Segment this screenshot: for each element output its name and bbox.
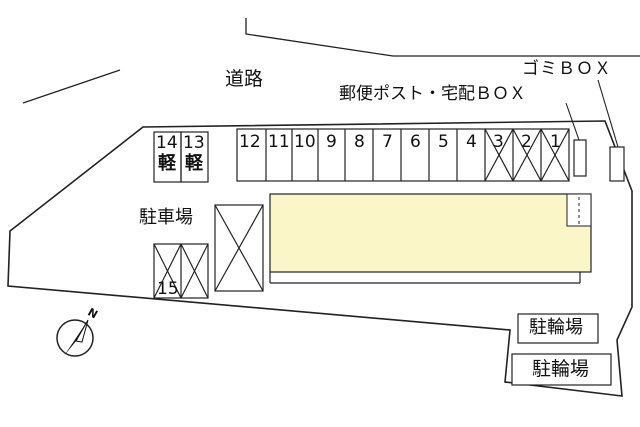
light-car-space-13 [180,131,209,183]
garbage-box [609,146,625,182]
garbage-box-leader [597,79,619,148]
bicycle-parking-box-1 [517,313,599,344]
parking-space-15-number: 15 [157,279,179,299]
parking-label: 駐車場 [139,207,193,228]
bicycle-parking-box-2 [511,353,612,386]
parking-row [236,128,570,182]
mail-box-leader [565,102,580,141]
parking-space-number: 7 [382,132,393,152]
parking-space-number: 1 [550,132,561,152]
parking-space-number: 10 [294,132,316,152]
garbage-box-label: ゴミＢＯＸ [522,59,612,79]
light-car-space-14-number: 14 [156,133,178,153]
parking-space-number: 12 [239,132,261,152]
parking-space-number: 9 [326,132,337,152]
parking-space-number: 3 [493,132,504,152]
road-edge-left [22,69,121,104]
building [269,193,592,273]
parking-space-number: 8 [354,132,365,152]
parking-space-number: 5 [438,132,449,152]
bicycle-parking-label-1: 駐輪場 [529,317,583,338]
mail-box [573,139,587,177]
parking-space-number: 2 [521,132,532,152]
light-car-space-13-type: 軽 [185,153,203,174]
road-edge-top [245,18,640,57]
parking-space-number: 11 [268,132,290,152]
parking-space-number: 4 [466,132,477,152]
parking-space-15 [153,243,209,299]
crossed-parking-area [214,204,264,292]
road-label: 道路 [225,68,264,90]
light-car-space-13-number: 13 [183,133,205,153]
north-arrow-icon [56,319,94,357]
mail-box-label: 郵便ポスト・宅配ＢＯＸ [339,84,526,104]
parking-space-number: 6 [410,132,421,152]
light-car-space-14-type: 軽 [158,153,176,174]
bicycle-parking-label-2: 駐輪場 [532,358,590,380]
